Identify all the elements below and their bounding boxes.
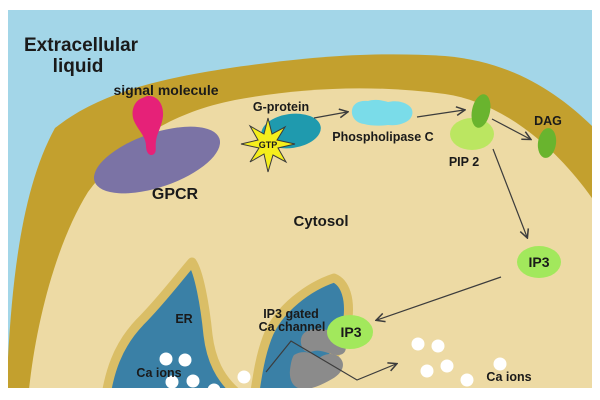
ca-ion-dot: [420, 364, 434, 378]
channel-label-line1: IP3 gated: [263, 307, 319, 321]
arrow-gprotein-to-plc: [313, 112, 347, 119]
cytosol-label: Cytosol: [293, 213, 348, 230]
extracellular-label-line1: Extracellular: [24, 35, 139, 56]
ip3-free-molecule: [517, 246, 561, 278]
signal-molecule-label: signal molecule: [113, 82, 218, 98]
ca-ion-dot: [431, 339, 445, 353]
dag-label: DAG: [534, 114, 562, 128]
extracellular-label-line2: liquid: [53, 56, 104, 77]
dag-lipid: [537, 128, 557, 158]
phospholipase-c-label: Phospholipase C: [332, 130, 433, 144]
ca-ions-cytosol-label: Ca ions: [486, 370, 531, 384]
ca-ion-dot: [207, 383, 221, 388]
ca-ion-dot: [186, 374, 200, 388]
arrow-pip2-to-ip3: [492, 148, 527, 237]
ca-ion-dot: [178, 353, 192, 367]
ca-ion-dot: [411, 337, 425, 351]
pip2-body: [450, 118, 494, 150]
ca-ion-dot: [237, 370, 251, 384]
ca-ions-er-group: [159, 352, 251, 388]
ca-ion-dot: [165, 375, 179, 388]
er-body-left: [102, 257, 239, 388]
pip2-lipid: [471, 94, 491, 128]
ca-ion-dot: [440, 359, 454, 373]
pip2-label: PIP 2: [449, 155, 479, 169]
ip3-free-label: IP3: [528, 254, 549, 270]
ip3-bound-label: IP3: [340, 324, 361, 340]
g-protein-label: G-protein: [253, 100, 309, 114]
ca-ion-dot: [460, 373, 474, 387]
ca-ion-dot: [159, 352, 173, 366]
gtp-label: GTP: [259, 140, 278, 150]
ca-ion-dot: [493, 357, 507, 371]
gpcr-receptor-shape: [93, 126, 221, 194]
ca-ions-cytosol-group: [411, 337, 507, 387]
arrow-ip3-to-channel: [377, 276, 502, 320]
gpcr-label: GPCR: [152, 186, 199, 203]
ip3-bound-molecule: [327, 315, 373, 349]
arrow-pip2-to-dag: [491, 118, 530, 139]
arrow-ca-release: [265, 340, 396, 381]
ca-ions-er-label: Ca ions: [136, 366, 181, 380]
phospholipase-c-shape: [351, 99, 413, 126]
channel-label-line2: Ca channel: [259, 320, 326, 334]
ca-channel-lower: [289, 352, 343, 388]
arrow-plc-to-pip2: [416, 110, 464, 118]
gtp-star-icon: [240, 117, 296, 173]
signal-molecule-shape: [132, 95, 164, 156]
er-label: ER: [175, 312, 192, 326]
